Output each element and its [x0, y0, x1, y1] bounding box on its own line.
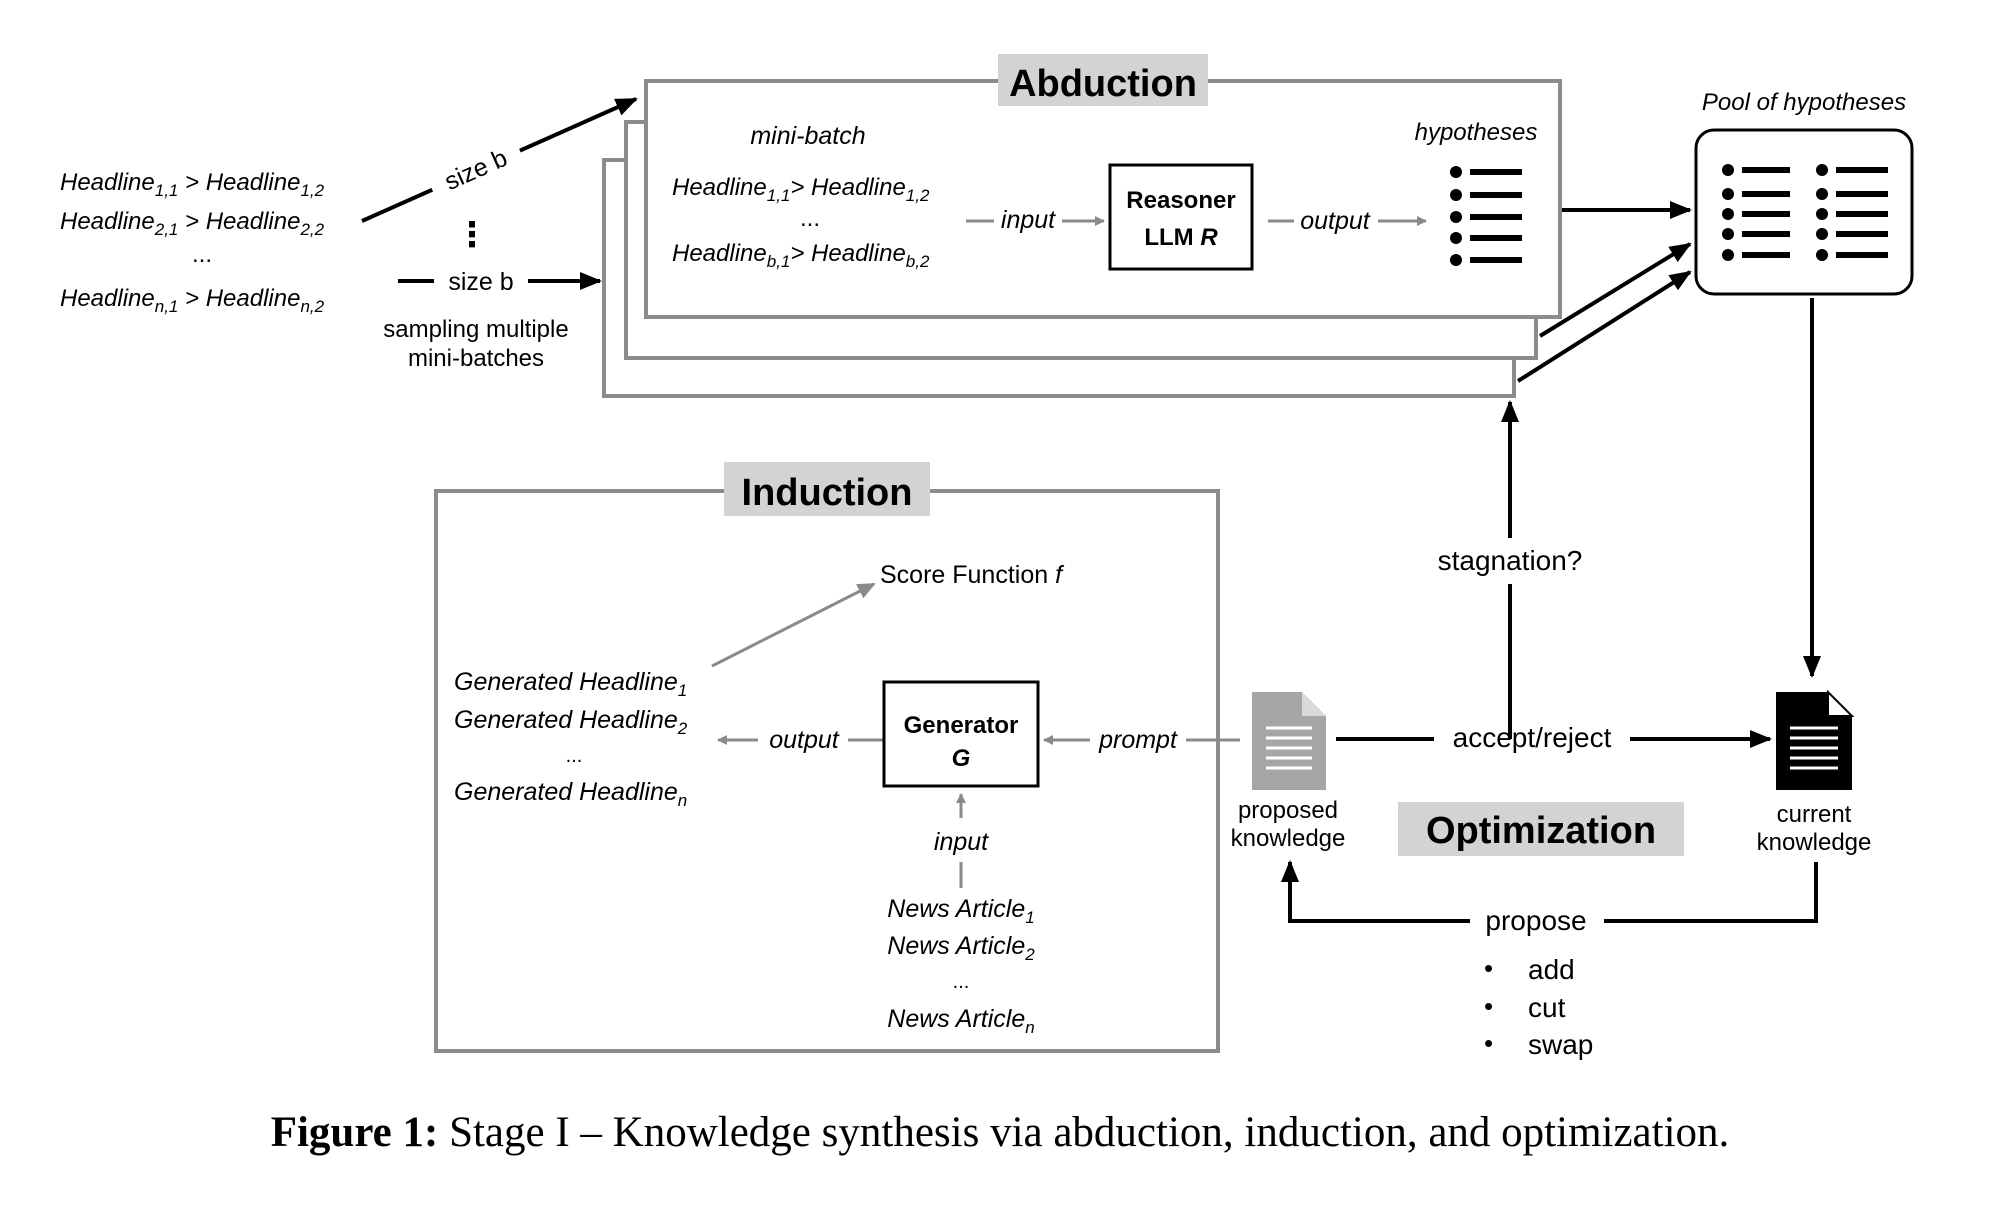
reasoner-label: Reasoner: [1126, 187, 1235, 214]
optimization-title-bg: [1398, 802, 1684, 856]
op-cut: cut: [1528, 992, 1566, 1023]
current-knowledge-label-1: current: [1777, 801, 1852, 828]
propose-right-segment: [1604, 862, 1818, 923]
reasoner-box: [1108, 163, 1254, 271]
generated-headline-1: Generated Headline1: [454, 668, 687, 700]
abduction-input-label: input: [1001, 206, 1056, 234]
prompt-label: prompt: [1098, 726, 1178, 754]
op-bullet-swap: •: [1484, 1028, 1493, 1058]
headline-pair-1: Headline1,1 > Headline1,2: [60, 169, 325, 200]
minibatch-label: mini-batch: [750, 122, 865, 150]
induction-panel: Induction Score Function f Generated Hea…: [434, 462, 1240, 1053]
score-function-label: Score Function f: [880, 561, 1065, 589]
abduction-output-label: output: [1300, 207, 1371, 235]
propose-arrow: [1281, 860, 1470, 923]
abduction-title: Abduction: [1009, 63, 1197, 105]
news-article-n: News Articlen: [887, 1005, 1034, 1037]
propose-label: propose: [1485, 905, 1586, 936]
proposed-knowledge-label-1: proposed: [1238, 797, 1338, 824]
optimization-panel: proposed knowledge current knowledge acc…: [1231, 400, 1872, 1060]
stagnation-label: stagnation?: [1438, 545, 1583, 576]
minibatch-line-1: Headline1,1> Headline1,2: [672, 174, 930, 205]
op-bullet-add: •: [1484, 953, 1493, 983]
abduction-panel: Abduction mini-batch Headline1,1> Headli…: [602, 54, 1562, 398]
pool-label: Pool of hypotheses: [1702, 89, 1906, 116]
generator-var: G: [952, 745, 971, 772]
headline-pair-n: Headlinen,1 > Headlinen,2: [60, 285, 325, 316]
abduction-to-pool-arrow-2: [1538, 242, 1692, 338]
pool-of-hypotheses: Pool of hypotheses: [1694, 89, 1914, 296]
generator-label: Generator: [904, 712, 1019, 739]
generated-headline-dots: ...: [566, 745, 583, 767]
headline-pair-2: Headline2,1 > Headline2,2: [60, 208, 325, 239]
pool-list-icon-right: [1816, 164, 1888, 261]
op-swap: swap: [1528, 1029, 1593, 1060]
figure-caption: Figure 1: Stage I – Knowledge synthesis …: [0, 1108, 2000, 1157]
generated-headline-2: Generated Headline2: [454, 706, 688, 738]
op-bullet-cut: •: [1484, 991, 1493, 1021]
pool-list-icon-left: [1722, 164, 1790, 261]
current-knowledge-label-2: knowledge: [1757, 829, 1872, 856]
generator-box: [882, 680, 1040, 788]
generated-headline-n: Generated Headlinen: [454, 778, 687, 810]
abduction-to-pool-arrow-3: [1516, 270, 1692, 383]
minibatch-line-3: Headlineb,1> Headlineb,2: [672, 240, 930, 271]
sampling-caption-2: mini-batches: [408, 345, 544, 372]
news-article-2: News Article2: [887, 932, 1035, 964]
abduction-title-bg: [998, 54, 1208, 106]
proposed-knowledge-doc-icon: [1252, 692, 1326, 790]
induction-frame: [434, 489, 1220, 1053]
sampling-arrows: size b ⋮ size b sampling multiple mini-b…: [361, 97, 638, 372]
reasoner-llm-label: LLM R: [1144, 224, 1218, 251]
optimization-title: Optimization: [1426, 810, 1656, 852]
size-b-bottom-label: size b: [448, 268, 513, 296]
accept-reject-label: accept/reject: [1453, 722, 1612, 753]
op-add: add: [1528, 954, 1575, 985]
news-article-dots: ...: [953, 971, 970, 993]
hypotheses-list-icon: [1450, 166, 1522, 266]
current-knowledge-doc-icon: [1776, 689, 1855, 790]
induction-title: Induction: [742, 472, 913, 514]
figure-caption-text: Stage I – Knowledge synthesis via abduct…: [438, 1109, 1730, 1156]
news-article-1: News Article1: [887, 895, 1034, 927]
headline-pair-dots: ...: [192, 241, 212, 268]
vertical-dots: ⋮: [455, 216, 489, 254]
size-b-top-bg: [424, 132, 528, 208]
figure-caption-label: Figure 1:: [270, 1109, 439, 1156]
score-function-arrow: [711, 582, 876, 668]
hypotheses-label: hypotheses: [1415, 119, 1538, 146]
headline-pairs: Headline1,1 > Headline1,2 Headline2,1 > …: [60, 169, 325, 316]
induction-output-label: output: [769, 726, 840, 754]
proposed-knowledge-label-2: knowledge: [1231, 825, 1346, 852]
minibatch-dots: ...: [800, 205, 820, 232]
induction-title-bg: [724, 462, 930, 516]
sampling-caption-1: sampling multiple: [383, 316, 568, 343]
induction-input-label: input: [934, 828, 989, 856]
